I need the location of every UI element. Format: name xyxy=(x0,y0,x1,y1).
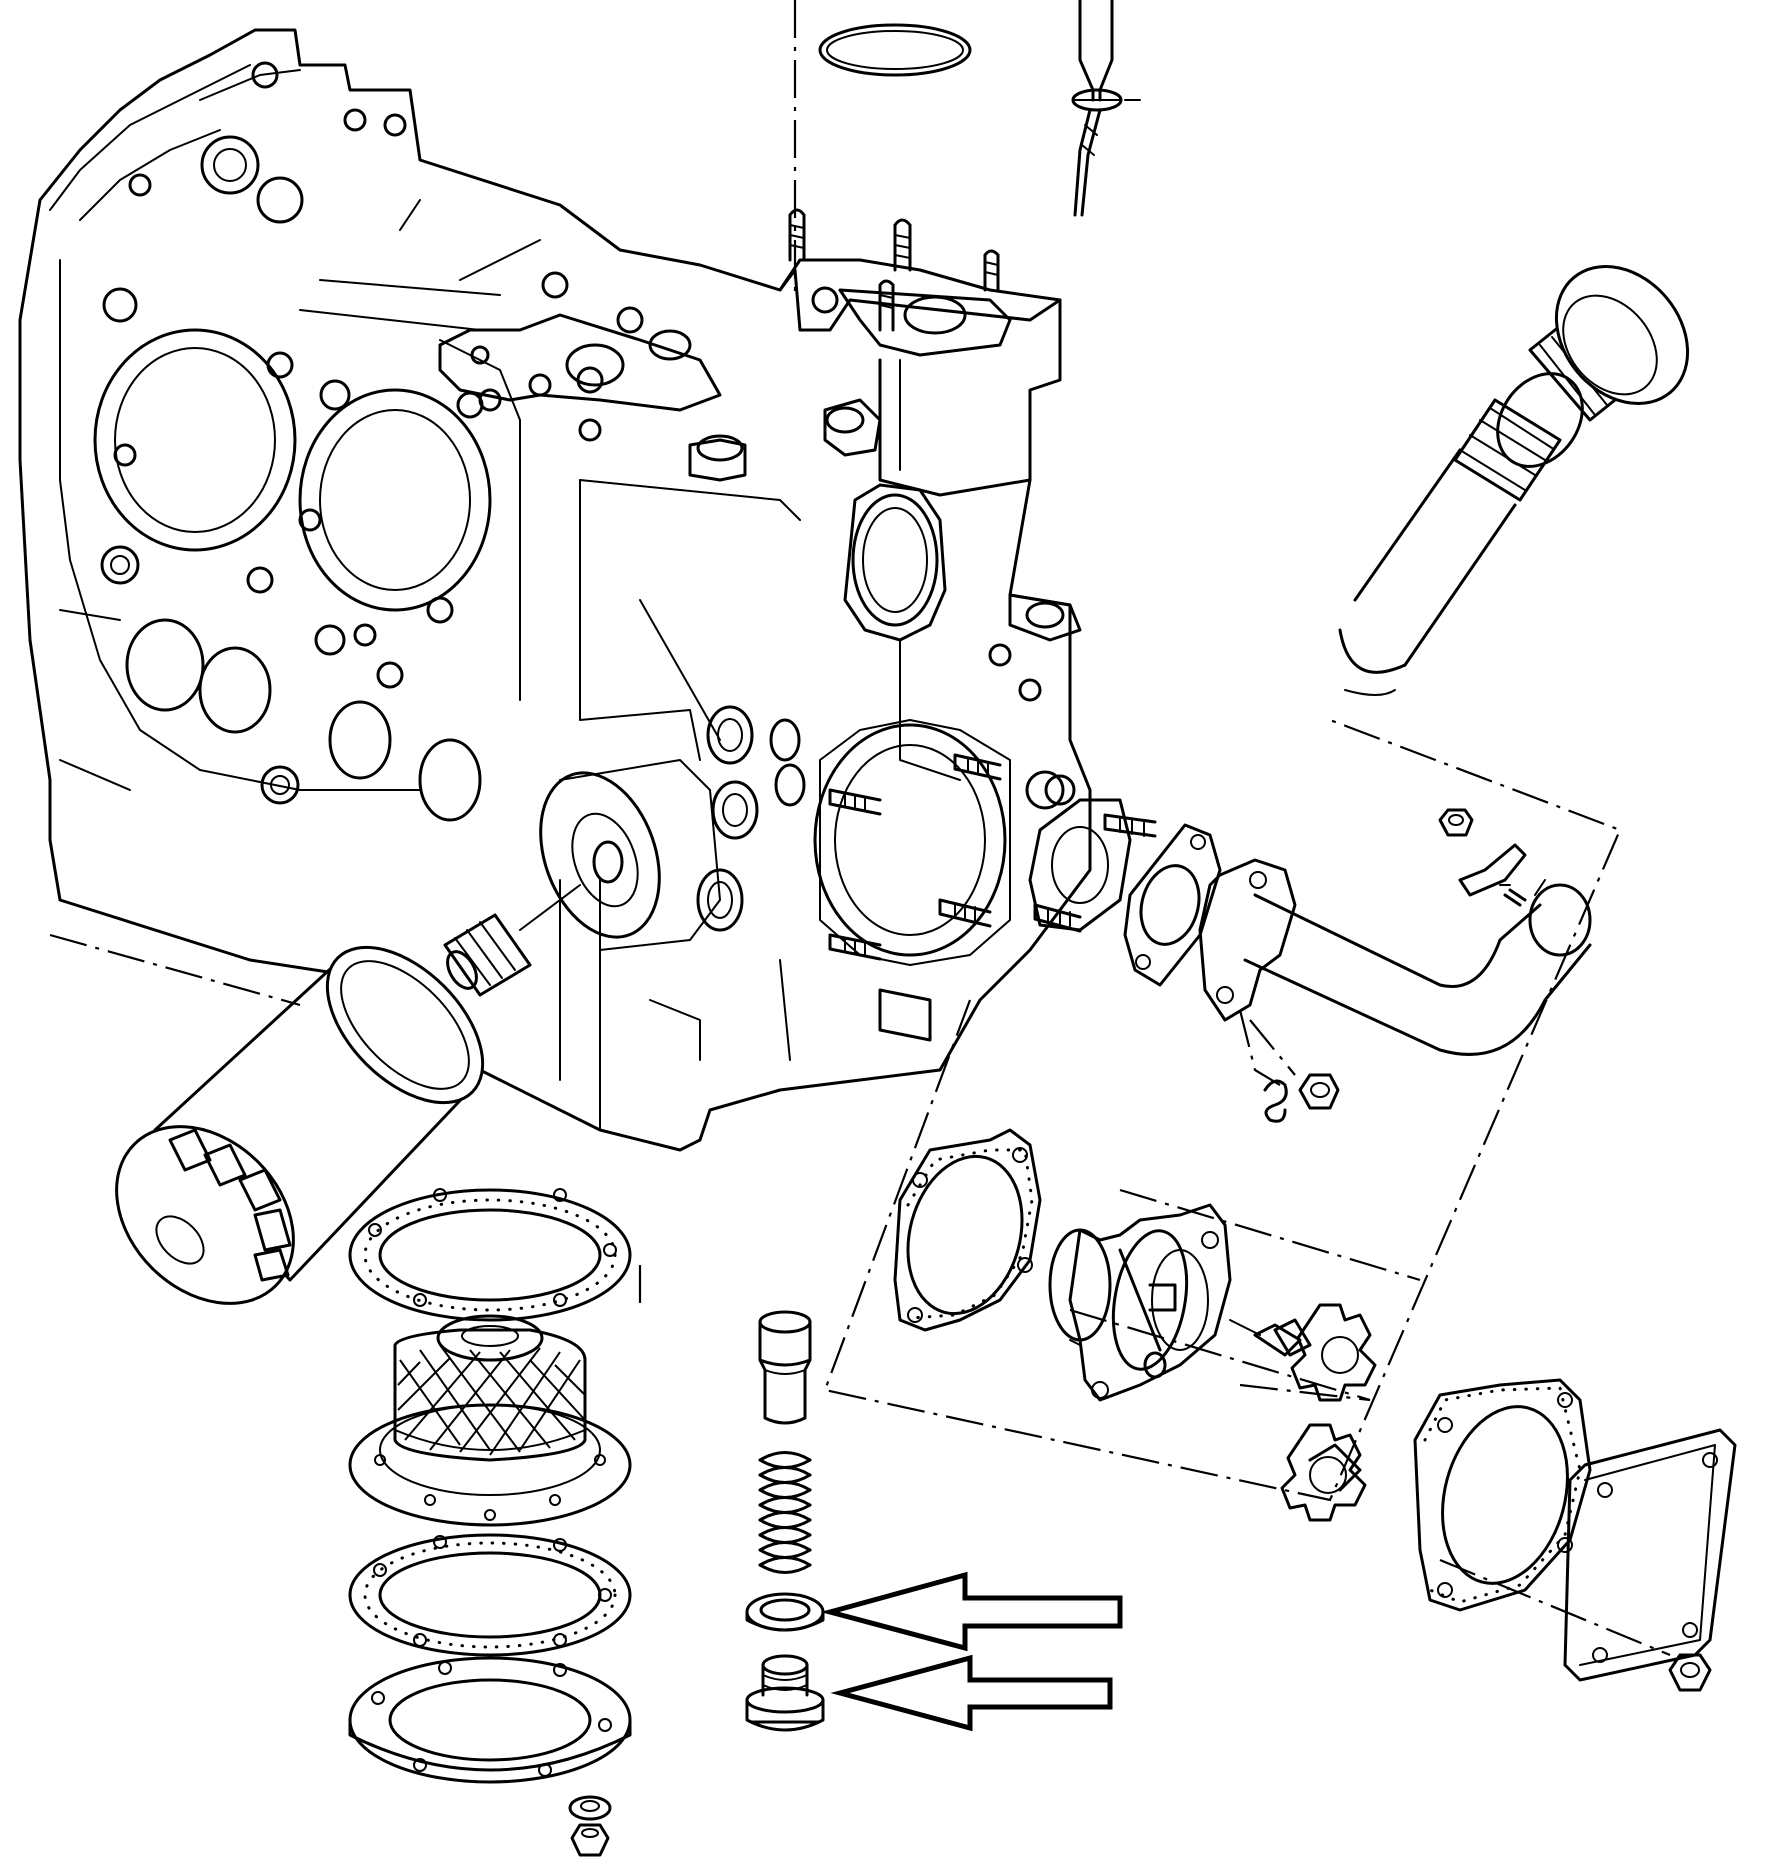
suction-pipe xyxy=(1198,858,1592,1056)
oil-filter-mount xyxy=(539,759,721,951)
oil-filler-neck xyxy=(1338,372,1584,696)
highlight-arrow-plug xyxy=(830,1654,1113,1732)
highlight-arrow-washer xyxy=(820,1571,1123,1652)
pump-cover-nut xyxy=(1668,1653,1712,1692)
pump-shaft xyxy=(1229,1319,1302,1357)
pump-driven-gear xyxy=(1280,1423,1367,1522)
suction-pipe-gasket xyxy=(1123,823,1222,987)
oil-pressure-relief-valve-plug xyxy=(745,1654,825,1732)
relief-valve-plunger xyxy=(758,1310,812,1425)
oil-strainer xyxy=(348,1314,632,1527)
relief-valve-spring xyxy=(758,1451,812,1574)
oil-pressure-relief-valve-sealing-washer xyxy=(745,1592,825,1632)
pump-drive-gear xyxy=(1273,1303,1377,1402)
transmission-case xyxy=(18,28,1157,1152)
sump-cover-plate xyxy=(348,1656,632,1784)
oil-filter xyxy=(115,945,485,1305)
o-ring xyxy=(818,23,972,77)
strainer-gasket-upper xyxy=(348,1188,632,1322)
center-lines xyxy=(49,0,1671,1657)
threaded-nipple xyxy=(443,884,581,997)
pump-cover-gasket xyxy=(1413,1378,1592,1612)
pump-cover xyxy=(1563,1428,1737,1682)
oil-pressure-relief-valve xyxy=(745,1310,825,1732)
oil-pump-gasket xyxy=(893,1128,1042,1332)
pipe-clamp-hardware xyxy=(1238,808,1527,1123)
highlight-arrows xyxy=(820,1571,1123,1732)
oil-pump-housing xyxy=(1048,1203,1232,1402)
pump-studs xyxy=(828,753,1002,961)
dipstick xyxy=(1071,0,1141,217)
sump-washer-and-nut xyxy=(568,1795,612,1857)
strainer-gasket-lower xyxy=(348,1533,632,1657)
oil-filler-cap xyxy=(1528,265,1690,422)
